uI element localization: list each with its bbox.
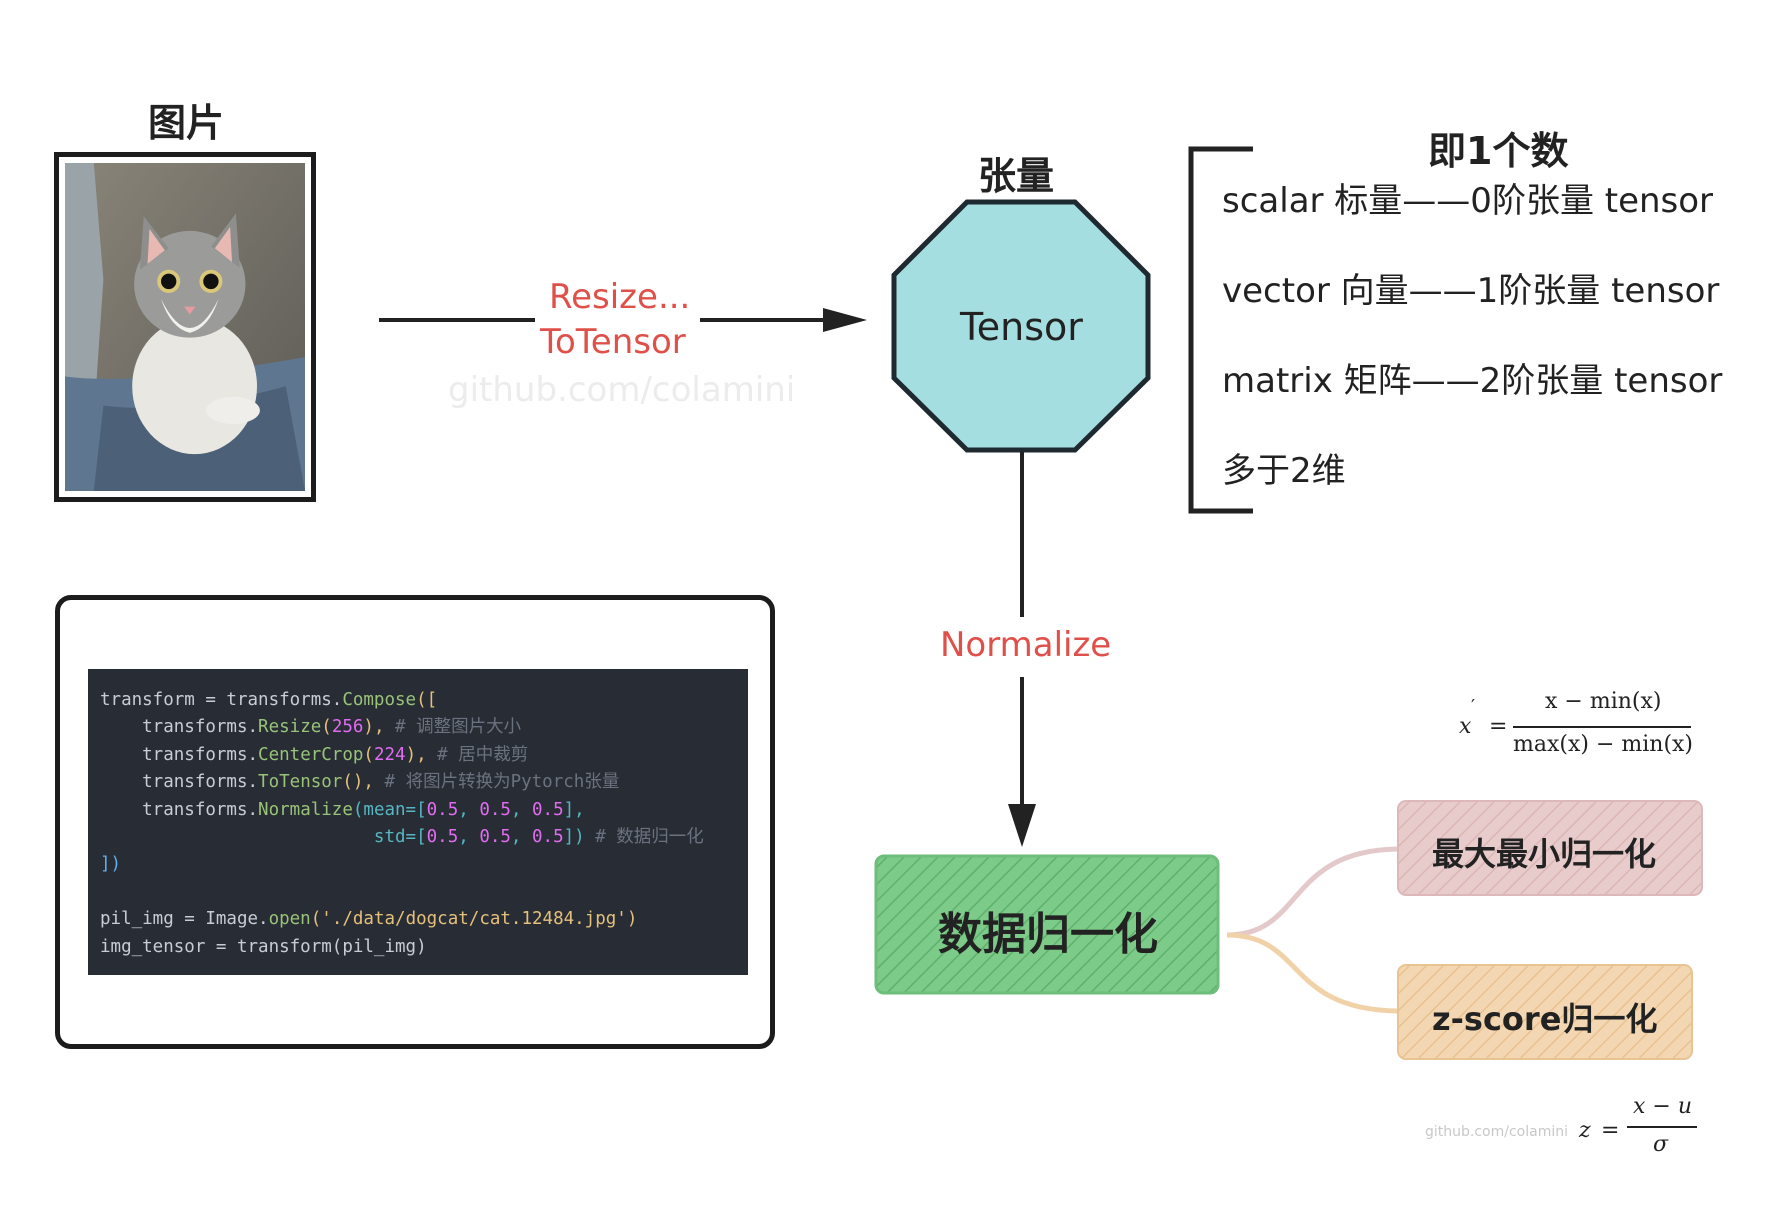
- formula-minmax-denominator: max(x) − min(x): [1513, 732, 1694, 757]
- totensor-arrow: [379, 308, 867, 332]
- code-line: std=[0.5, 0.5, 0.5]) # 数据归一化: [100, 827, 704, 848]
- cat-photo: [65, 163, 305, 491]
- watermark-center: github.com/colamini: [448, 370, 796, 410]
- formula-minmax-eq: =: [1489, 714, 1508, 739]
- normalize-arrow: [1008, 452, 1036, 847]
- formula-zscore-numerator: x − u: [1633, 1094, 1692, 1119]
- formula-minmax-prime: ′: [1471, 696, 1476, 717]
- formula-minmax: x ′ = x − min(x) max(x) − min(x): [1455, 686, 1695, 766]
- normalize-label: Normalize: [940, 625, 1112, 665]
- tensor-octagon: [891, 199, 1151, 453]
- list-title: 即1个数: [1428, 129, 1569, 173]
- mindmap-root-label: 数据归一化: [938, 909, 1158, 960]
- tensor-label: Tensor: [960, 305, 1083, 349]
- resize-label: Resize...: [549, 277, 691, 317]
- cat-photo-frame: [54, 152, 316, 502]
- code-line: ]): [100, 854, 122, 875]
- code-line: img_tensor = transform(pil_img): [100, 936, 427, 957]
- list-item-multidim: 多于2维: [1222, 451, 1346, 491]
- image-title: 图片: [148, 101, 225, 145]
- formula-minmax-numerator: x − min(x): [1545, 689, 1662, 714]
- code-block: transform = transforms.Compose([ transfo…: [88, 669, 748, 975]
- totensor-label: ToTensor: [540, 322, 686, 362]
- formula-zscore-eq: =: [1601, 1118, 1620, 1143]
- code-line: transforms.ToTensor(), # 将图片转换为Pytorch张量: [100, 772, 620, 793]
- code-line: transforms.CenterCrop(224), # 居中裁剪: [100, 744, 529, 765]
- formula-minmax-lhs: x: [1459, 714, 1472, 739]
- mindmap-branch1-box: [1397, 800, 1703, 896]
- code-line: transforms.Normalize(mean=[0.5, 0.5, 0.5…: [100, 799, 585, 820]
- mindmap-connectors: [1226, 846, 1402, 1014]
- watermark-bottom: github.com/colamini: [1425, 1124, 1568, 1140]
- mindmap-branch1-label: 最大最小归一化: [1432, 835, 1657, 873]
- formula-zscore-bar: [1627, 1126, 1697, 1128]
- formula-zscore-denominator: σ: [1653, 1132, 1669, 1157]
- code-line: pil_img = Image.open('./data/dogcat/cat.…: [100, 909, 638, 930]
- list-item-scalar: scalar 标量——0阶张量 tensor: [1222, 181, 1714, 221]
- mindmap-root-box: [874, 854, 1220, 995]
- tensor-title: 张量: [978, 154, 1055, 198]
- list-bracket: [1188, 146, 1253, 514]
- mindmap-branch2-label: z-score归一化: [1432, 1000, 1658, 1038]
- code-line: transform = transforms.Compose([: [100, 690, 438, 710]
- formula-minmax-bar: [1513, 726, 1691, 728]
- list-item-matrix: matrix 矩阵——2阶张量 tensor: [1222, 361, 1723, 401]
- mindmap-branch2-box: [1397, 964, 1693, 1060]
- formula-zscore-lhs: z: [1579, 1118, 1591, 1143]
- formula-zscore: z = x − u σ: [1575, 1092, 1705, 1166]
- code-line: transforms.Resize(256), # 调整图片大小: [100, 717, 522, 738]
- list-item-vector: vector 向量——1阶张量 tensor: [1222, 271, 1720, 311]
